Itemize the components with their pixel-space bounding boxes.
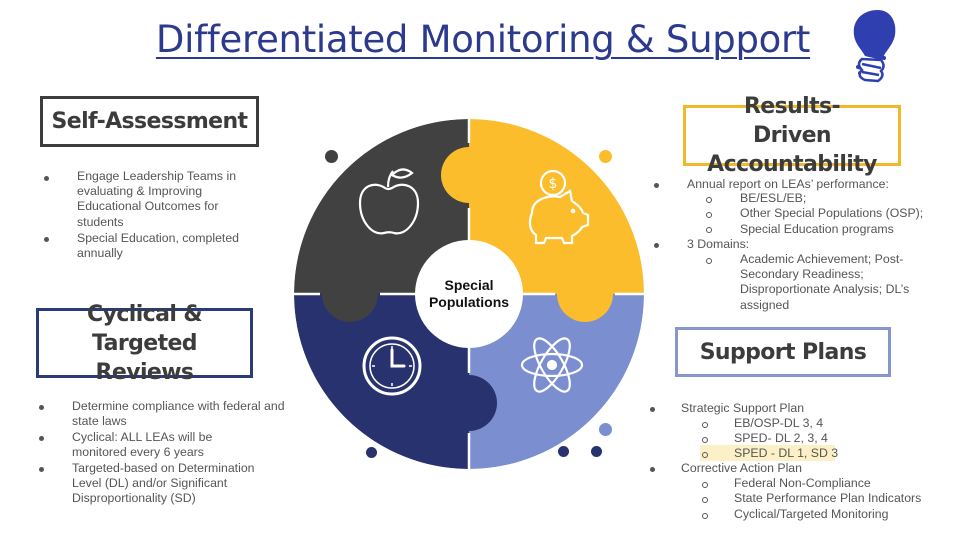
lightbulb-icon bbox=[853, 10, 896, 83]
cyclical-reviews-heading: Cyclical & Targeted Reviews bbox=[36, 302, 253, 385]
clock-icon bbox=[362, 336, 422, 396]
list-item: Federal Non-Compliance bbox=[734, 476, 871, 490]
decor-dot bbox=[325, 150, 338, 163]
list-item: Cyclical: ALL LEAs will be monitored eve… bbox=[72, 430, 213, 460]
list-item: Determine compliance with federal and st… bbox=[72, 399, 285, 429]
list-item: Targeted-based on Determination Level (D… bbox=[72, 461, 255, 506]
apple-icon bbox=[358, 168, 420, 235]
list-item: Academic Achievement; Post-Secondary Rea… bbox=[740, 252, 910, 312]
list-item: Special Education programs bbox=[740, 222, 894, 236]
list-item: EB/OSP-DL 3, 4 bbox=[734, 416, 824, 430]
support-plans-heading: Support Plans bbox=[675, 327, 891, 377]
list-item: 3 Domains: bbox=[687, 237, 750, 251]
list-item: Other Special Populations (OSP); bbox=[740, 206, 924, 220]
list-item: Annual report on LEAs’ performance: bbox=[687, 177, 889, 191]
list-item: State Performance Plan Indicators bbox=[734, 491, 922, 505]
highlight-bar bbox=[700, 445, 835, 461]
piggy-bank-icon: $ bbox=[528, 169, 590, 245]
center-circle bbox=[415, 240, 523, 348]
results-driven-heading: Results-Driven Accountability bbox=[683, 94, 901, 177]
list-item: Engage Leadership Teams in evaluating & … bbox=[77, 169, 237, 229]
svg-text:$: $ bbox=[549, 176, 558, 192]
list-item: Special Education, completed annually bbox=[77, 231, 240, 261]
decor-dot bbox=[591, 446, 602, 457]
list-item: BE/ESL/EB; bbox=[740, 191, 807, 205]
list-item: Strategic Support Plan bbox=[681, 401, 805, 415]
decor-dot bbox=[558, 446, 569, 457]
list-item: Cyclical/Targeted Monitoring bbox=[734, 507, 889, 521]
list-item: Corrective Action Plan bbox=[681, 461, 802, 475]
list-item: SPED- DL 2, 3, 4 bbox=[734, 431, 828, 445]
atom-icon bbox=[520, 337, 584, 393]
page-title: Differentiated Monitoring & Support bbox=[155, 18, 811, 61]
self-assessment-heading: Self-Assessment bbox=[40, 96, 259, 147]
list-item: SPED - DL 1, SD 3 bbox=[734, 446, 839, 460]
decor-dot bbox=[366, 447, 377, 458]
decor-dot bbox=[599, 423, 612, 436]
decor-dot bbox=[599, 150, 612, 163]
